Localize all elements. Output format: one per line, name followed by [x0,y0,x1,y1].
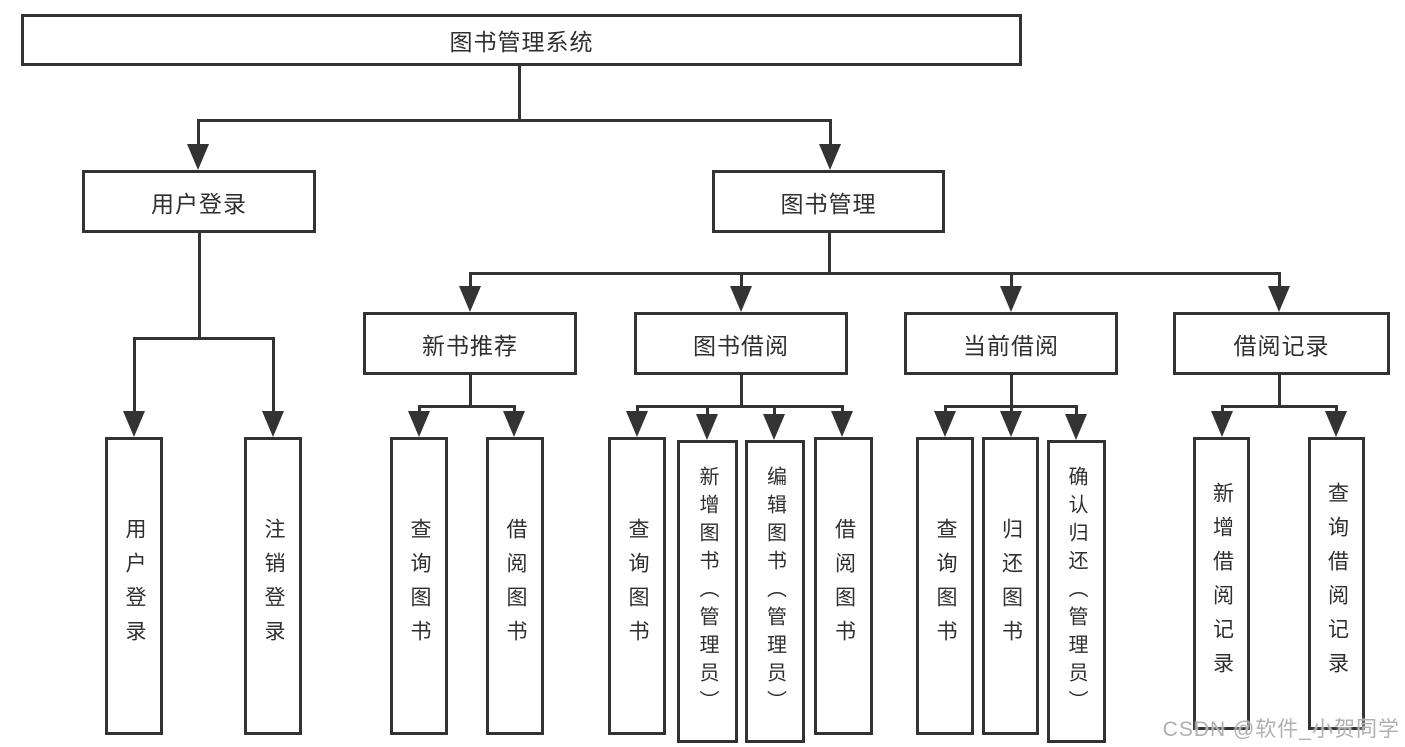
csdn-watermark: CSDN @软件_小贺同学 [1162,718,1400,741]
connector-root-drop [518,66,521,121]
arrowhead-bb-query [626,411,648,437]
connector-to-current-borrow [1010,272,1013,292]
arrowhead-nb-query [408,411,430,437]
connector-stub-bb2 [706,405,709,419]
leaf-add-book-admin: 新增图书（管理员） [677,440,738,743]
leaf-newbook-query-book: 查询图书 [390,437,448,735]
leaf-current-query-book: 查询图书 [916,437,974,735]
connector-book-management-drop [828,233,831,275]
connector-to-new-book [469,272,472,292]
connector-split-borrow-record [1221,405,1338,408]
leaf-newbook-borrow-book: 借阅图书 [486,437,544,735]
connector-borrow-record-drop [1278,375,1281,408]
connector-current-borrow-drop [1010,375,1013,408]
leaf-borrow-book: 借阅图书 [814,437,873,735]
arrowhead-new-book [459,286,481,312]
connector-to-book-management [829,119,832,151]
connector-book-borrow-drop [740,375,743,408]
connector-split-user-login [133,337,275,340]
arrowhead-br-query [1325,411,1347,437]
arrowhead-book-management [819,144,841,170]
leaf-add-borrow-record: 新增借阅记录 [1193,437,1250,730]
leaf-borrow-query-book: 查询图书 [608,437,666,735]
leaf-user-login: 用户登录 [105,437,163,735]
arrowhead-cb-query [934,411,956,437]
arrowhead-book-borrow [730,286,752,312]
connector-stub-cb3 [1075,405,1078,419]
node-root-library-system: 图书管理系统 [21,14,1022,66]
arrowhead-bb-borrow [831,411,853,437]
leaf-return-book: 归还图书 [982,437,1039,735]
connector-stub-bb3 [773,405,776,419]
node-book-borrow: 图书借阅 [634,312,848,375]
connector-to-user-login [197,119,200,151]
node-new-book-recommend: 新书推荐 [363,312,577,375]
arrowhead-bb-add [696,414,718,440]
arrowhead-leaf-logout [262,411,284,437]
node-current-borrow: 当前借阅 [904,312,1118,375]
arrowhead-current-borrow [1000,286,1022,312]
connector-split-new-book [418,405,516,408]
arrowhead-cb-confirm [1065,414,1087,440]
connector-to-leaf-user-login [133,337,136,417]
leaf-edit-book-admin: 编辑图书（管理员） [745,440,805,743]
arrowhead-nb-borrow [503,411,525,437]
connector-split-level2 [469,272,1281,275]
arrowhead-borrow-record [1268,286,1290,312]
node-user-login: 用户登录 [82,170,316,233]
connector-split-book-borrow [636,405,844,408]
leaf-confirm-return-admin: 确认归还（管理员） [1047,440,1106,743]
node-book-management: 图书管理 [712,170,945,233]
arrowhead-br-add [1211,411,1233,437]
connector-new-book-drop [469,375,472,408]
leaf-query-borrow-record: 查询借阅记录 [1308,437,1365,730]
arrowhead-cb-return [1000,411,1022,437]
arrowhead-user-login [187,144,209,170]
connector-to-borrow-record [1278,272,1281,292]
connector-to-book-borrow [740,272,743,292]
arrowhead-leaf-user-login [123,411,145,437]
arrowhead-bb-edit [763,414,785,440]
connector-to-leaf-logout [272,337,275,417]
connector-split-level1 [197,119,831,122]
connector-user-login-drop [198,233,201,340]
node-borrow-record: 借阅记录 [1173,312,1390,375]
leaf-logout: 注销登录 [244,437,302,735]
